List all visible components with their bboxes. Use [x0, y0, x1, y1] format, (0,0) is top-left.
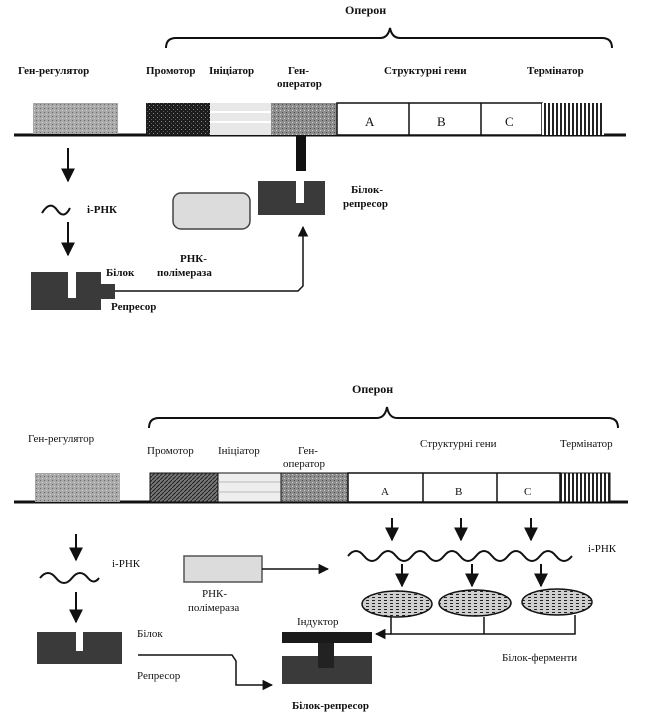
- bottom-gene-b: B: [455, 486, 462, 498]
- bottom-operon-brace: [148, 406, 619, 429]
- bottom-terminator-block: [559, 472, 611, 503]
- bottom-arrow-repressor-to-inductor: [138, 654, 274, 691]
- top-initiator-block: [210, 103, 271, 135]
- top-gene-c: C: [505, 114, 514, 129]
- bottom-enzymes-label: Білок-ферменти: [502, 652, 577, 664]
- bottom-rna-polymerase: [183, 555, 263, 583]
- bottom-gene-a: A: [381, 486, 389, 498]
- bottom-regulator-label: Ген-регулятор: [28, 433, 95, 445]
- top-arrow-repressor-binding: [115, 225, 309, 292]
- top-operator-label-1: Ген-: [288, 65, 309, 77]
- bottom-mrna-wave-left: [39, 572, 100, 584]
- bottom-repressor-protein-label: Білок-репресор: [292, 700, 369, 712]
- bottom-operator-label-1: Ген-: [298, 445, 318, 457]
- top-initiator-label: Ініціатор: [209, 65, 254, 77]
- top-repressor-label-1: Білок-: [351, 184, 383, 196]
- top-terminator-block: [542, 103, 604, 135]
- top-promoter-label: Промотор: [146, 65, 196, 77]
- top-operator-block: [271, 103, 337, 135]
- bottom-regulator-gene: [35, 473, 120, 502]
- top-diagram: Оперон Ген-регулятор Промотор Ініціатор …: [14, 3, 626, 313]
- bottom-mrna-wave-right: [347, 550, 573, 562]
- top-structural-label: Структурні гени: [384, 65, 467, 77]
- bottom-polymerase-label-1: РНК-: [202, 588, 227, 600]
- bottom-initiator-label: Ініціатор: [218, 445, 260, 457]
- top-terminator-label: Термінатор: [527, 65, 584, 77]
- top-operator-label-2: оператор: [277, 78, 322, 90]
- top-repressor-label-2: репресор: [343, 198, 388, 210]
- bottom-terminator-label: Термінатор: [560, 438, 613, 450]
- top-repressor-stem: [296, 135, 306, 171]
- bottom-gene-c: C: [524, 486, 531, 498]
- bottom-polymerase-label-2: полімераза: [188, 602, 239, 614]
- top-gene-b: B: [437, 114, 446, 129]
- bottom-operon-title: Оперон: [352, 382, 393, 396]
- bottom-promoter-block: [149, 472, 219, 503]
- top-promoter-block: [146, 103, 210, 135]
- top-free-repressor: [31, 272, 101, 310]
- bottom-repressor-word: Репресор: [137, 670, 181, 682]
- top-polymerase-label-1: РНК-: [180, 253, 207, 265]
- top-irna-label: і-РНК: [87, 204, 117, 216]
- top-mrna-wave: [41, 204, 71, 216]
- top-structural-genes: [336, 102, 543, 136]
- top-regulator-label: Ген-регулятор: [18, 65, 89, 77]
- bottom-enzyme-1: [361, 590, 433, 618]
- bottom-structural-genes: [347, 472, 561, 503]
- top-operon-brace: [165, 27, 613, 49]
- bottom-enzyme-3: [521, 588, 593, 616]
- top-regulator-gene: [33, 103, 118, 134]
- bottom-promoter-label: Промотор: [147, 445, 194, 457]
- bottom-irna-left-label: і-РНК: [112, 558, 141, 570]
- bottom-protein-label: Білок: [137, 628, 163, 640]
- bottom-diagram: Оперон Ген-регулятор Промотор Ініціатор …: [14, 382, 628, 712]
- bottom-operator-label-2: оператор: [283, 458, 326, 470]
- bottom-inductor-bar: [282, 632, 372, 643]
- bottom-irna-right-label: і-РНК: [588, 543, 617, 555]
- bottom-initiator-block: [217, 472, 282, 503]
- top-polymerase-label-2: полімераза: [157, 267, 212, 279]
- top-rna-polymerase: [172, 192, 251, 230]
- top-operon-title: Оперон: [345, 3, 386, 17]
- top-gene-a: A: [365, 114, 375, 129]
- bottom-operator-block: [280, 472, 349, 503]
- bottom-enzyme-collector: [390, 615, 576, 635]
- bottom-enzyme-2: [438, 589, 512, 617]
- top-repressor-word: Репресор: [111, 301, 156, 313]
- bottom-inductor-label: Індуктор: [297, 616, 339, 628]
- top-repressor-protein: [258, 181, 325, 215]
- top-protein-label: Білок: [106, 267, 135, 279]
- bottom-structural-label: Структурні гени: [420, 438, 497, 450]
